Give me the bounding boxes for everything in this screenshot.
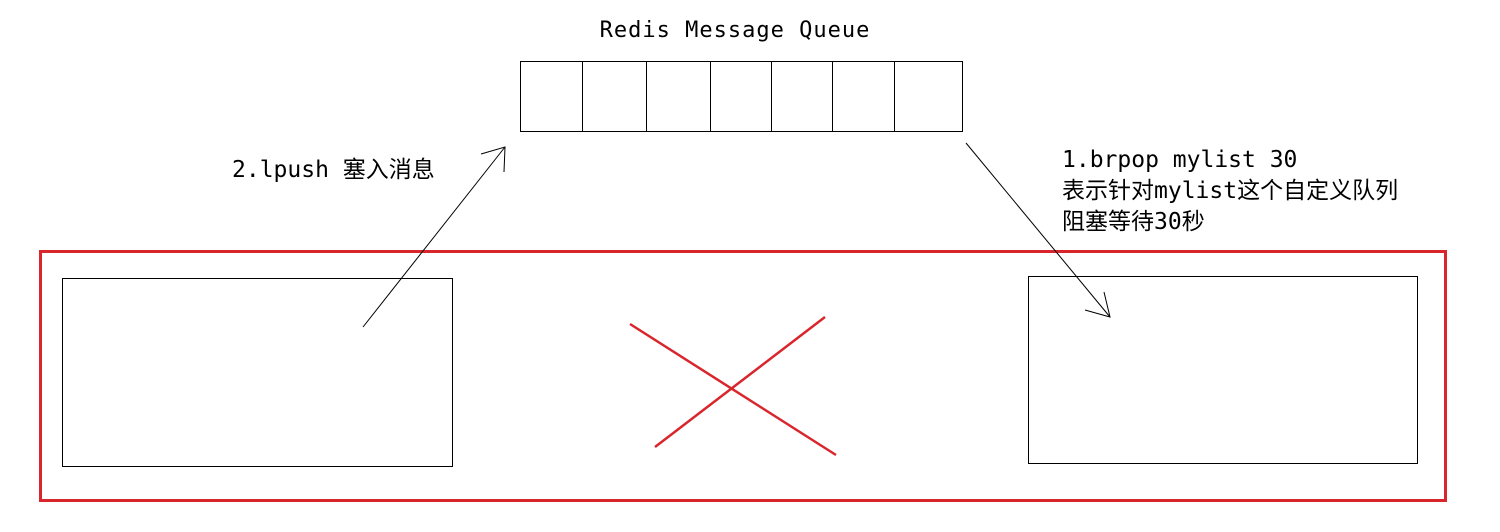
queue-title: Redis Message Queue	[599, 18, 871, 43]
brpop-label-line-3: 阻塞等待30秒	[1062, 209, 1205, 235]
red-container-frame	[39, 250, 1447, 502]
producer-box	[62, 278, 453, 467]
queue-slot-divider	[646, 62, 647, 131]
queue-slot-divider	[894, 62, 895, 131]
brpop-label-line-2: 表示针对mylist这个自定义队列	[1062, 178, 1399, 204]
lpush-arrow-head	[480, 146, 506, 173]
queue-slot-divider	[710, 62, 711, 131]
message-queue	[520, 61, 963, 132]
consumer-box	[1028, 276, 1418, 464]
queue-slot-divider	[582, 62, 583, 131]
queue-slot-divider	[832, 62, 833, 131]
lpush-label: 2.lpush 塞入消息	[232, 157, 435, 183]
queue-slot-divider	[771, 62, 772, 131]
brpop-label: 1.brpop mylist 30 表示针对mylist这个自定义队列 阻塞等待…	[1062, 145, 1398, 238]
brpop-label-line-1: 1.brpop mylist 30	[1062, 147, 1298, 173]
